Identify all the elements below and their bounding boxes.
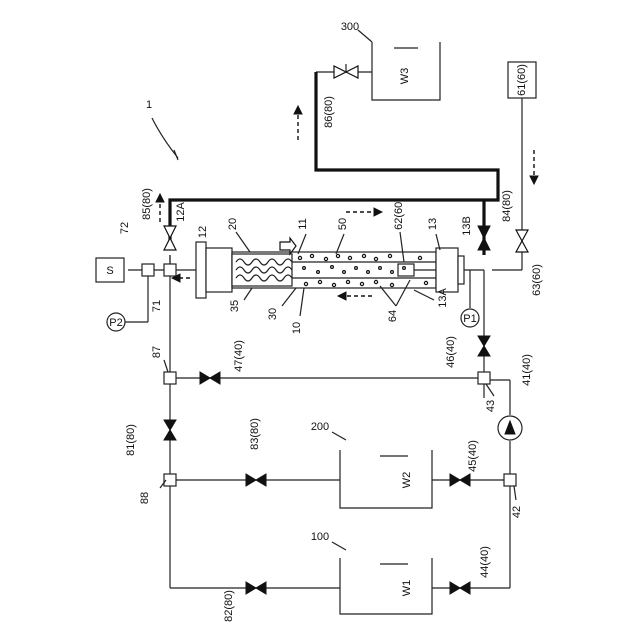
tank-w3: W3 300 [341,21,440,100]
label-13B: 13B [461,216,473,236]
tee-43 [478,372,490,384]
label-42: 42 [511,506,523,518]
label-43: 43 [485,400,497,412]
gauge-p2-label: P2 [109,317,122,329]
valve-47 [200,372,220,384]
valve-82 [246,582,266,594]
w2-number: 200 [311,421,329,433]
label-35: 35 [229,300,241,312]
label-46: 46(40) [445,336,457,368]
label-62: 62(60) [393,198,405,230]
label-47: 47(40) [233,340,245,372]
tee-42 [504,474,516,486]
label-82: 82(80) [223,590,235,622]
label-12: 12 [197,226,209,238]
filtration-module [196,242,464,298]
source-61: 61(60) [508,62,536,98]
label-30: 30 [267,308,279,320]
valve-46 [478,336,490,356]
label-87: 87 [151,346,163,358]
w1-label: W1 [401,580,413,597]
label-10: 10 [291,322,303,334]
label-88: 88 [139,492,151,504]
label-system: 1 [146,99,152,111]
valve-45 [450,474,470,486]
label-44: 44(40) [479,546,491,578]
label-13: 13 [427,218,439,230]
tank-w1: W1 100 [311,531,432,614]
labels: 1 86(80) 85(80) 84(80) 63(60) 47(40) 46(… [119,96,543,622]
label-50: 50 [337,218,349,230]
label-45: 45(40) [467,440,479,472]
valve-81 [164,420,176,440]
gauge-p1-label: P1 [463,313,476,325]
label-72: 72 [119,222,131,234]
leader-lines [152,118,516,500]
label-20: 20 [227,218,239,230]
sensor-s-label: S [106,265,113,277]
w3-label: W3 [399,68,411,85]
valve-86 [334,64,358,78]
tee-87 [164,372,176,384]
tee-72 [142,264,154,276]
piping [124,72,522,588]
label-85: 85(80) [141,188,153,220]
label-12A: 12A [175,202,187,222]
valve-84 [478,226,490,250]
label-11: 11 [297,218,309,229]
label-71: 71 [151,300,163,312]
w3-number: 300 [341,21,359,33]
label-84: 84(80) [501,190,513,222]
valve-83 [246,474,266,486]
w2-label: W2 [401,472,413,489]
tank-w2: W2 200 [311,421,432,508]
valve-44 [450,582,470,594]
label-pump: 41(40) [521,354,533,386]
label-81: 81(80) [125,424,137,456]
valve-85 [164,226,176,250]
pump-41 [498,416,522,440]
label-13A: 13A [437,288,449,308]
label-83: 83(80) [249,418,261,450]
label-86: 86(80) [323,96,335,128]
w1-number: 100 [311,531,329,543]
label-63: 63(60) [531,264,543,296]
valve-63 [516,230,528,252]
label-64: 64 [387,310,399,322]
valves [164,64,528,594]
source-61-label: 61(60) [516,64,528,96]
tee-71 [164,264,176,276]
